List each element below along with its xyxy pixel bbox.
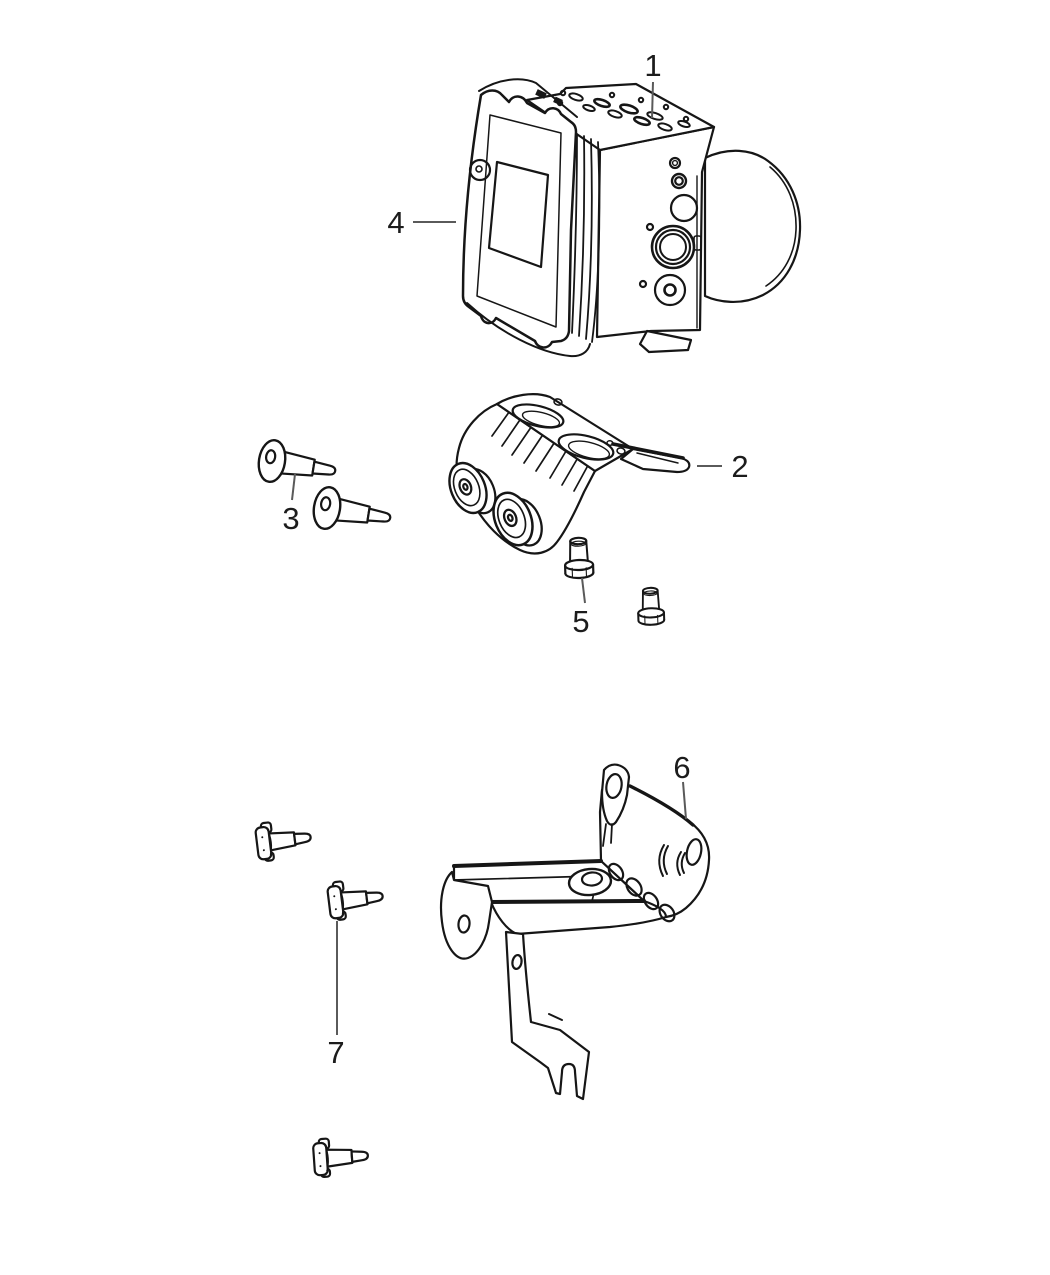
callouts: 1 2 3 4 5 6 7 bbox=[282, 48, 748, 1070]
callout-6: 6 bbox=[673, 750, 691, 820]
cover-label-area bbox=[487, 160, 550, 269]
callout-5: 5 bbox=[572, 577, 590, 639]
callout-1: 1 bbox=[644, 48, 662, 119]
part-4-control-module-cover bbox=[461, 78, 601, 358]
pump-motor-dome bbox=[703, 149, 802, 303]
callout-4-label[interactable]: 4 bbox=[387, 205, 404, 240]
callout-6-label[interactable]: 6 bbox=[673, 750, 690, 785]
callout-6-leader bbox=[682, 781, 687, 820]
cover-outline bbox=[461, 89, 578, 349]
part-2-isolator-bracket bbox=[441, 393, 691, 557]
callout-5-leader bbox=[581, 577, 586, 604]
part-3-isolator-screws bbox=[254, 437, 395, 540]
part-7-hex-flange-screws bbox=[253, 816, 386, 1179]
callout-2-label[interactable]: 2 bbox=[731, 449, 748, 484]
part-1-hydraulic-control-unit bbox=[525, 82, 802, 354]
callout-5-label[interactable]: 5 bbox=[572, 604, 589, 639]
callout-3: 3 bbox=[282, 473, 300, 536]
callout-2: 2 bbox=[697, 449, 749, 484]
callout-1-leader bbox=[651, 81, 654, 119]
callout-3-label[interactable]: 3 bbox=[282, 501, 299, 536]
callout-4: 4 bbox=[387, 205, 456, 240]
callout-7: 7 bbox=[327, 921, 345, 1070]
callout-7-label[interactable]: 7 bbox=[327, 1035, 344, 1070]
callout-3-leader bbox=[291, 473, 296, 501]
part-6-lower-mounting-bracket bbox=[439, 763, 711, 1101]
callout-1-label[interactable]: 1 bbox=[644, 48, 661, 83]
